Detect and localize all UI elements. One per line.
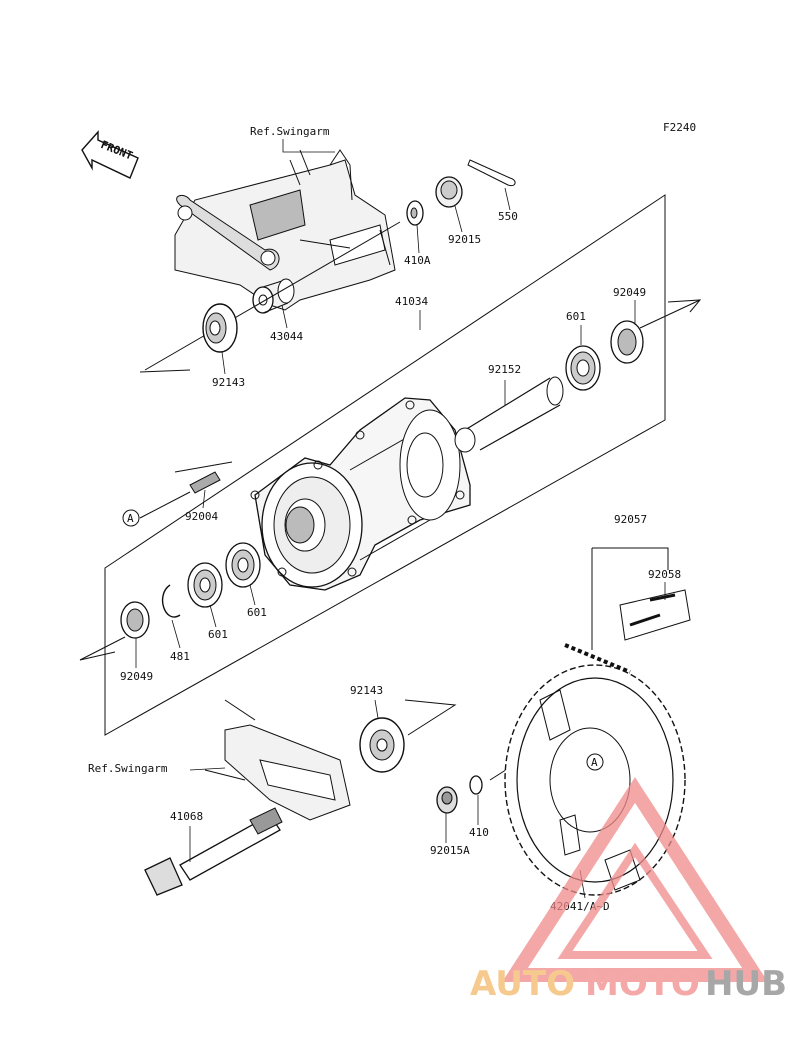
nut-92015-drawing xyxy=(435,176,463,208)
assembly-frame xyxy=(104,194,666,736)
bearing-601-b-drawing xyxy=(225,542,261,588)
callout-a-right: A xyxy=(586,753,604,771)
watermark-word-hub: HUB xyxy=(705,964,787,1004)
stud-92004-drawing xyxy=(139,461,233,519)
label-92015: 92015 xyxy=(448,233,481,246)
front-arrow-icon xyxy=(81,130,139,179)
label-410a: 410A xyxy=(404,254,431,267)
bushing-43044-drawing xyxy=(252,278,295,314)
label-92015a: 92015A xyxy=(430,844,470,857)
leader-lines xyxy=(135,139,666,899)
swingarm-bottom-drawing xyxy=(204,699,351,821)
axle-41068-drawing xyxy=(144,807,283,896)
callout-a-left: A xyxy=(122,509,140,527)
seal-92049-left-drawing xyxy=(120,601,150,639)
seal-92143-top-drawing xyxy=(202,303,238,353)
hub-41034-drawing xyxy=(250,397,471,591)
label-92058: 92058 xyxy=(648,568,681,581)
label-601-right: 601 xyxy=(566,310,586,323)
label-601-a: 601 xyxy=(208,628,228,641)
label-550: 550 xyxy=(498,210,518,223)
watermark-word-auto: AUTO xyxy=(470,964,575,1004)
chain-92057-drawing xyxy=(564,547,669,674)
sprocket-42041-drawing xyxy=(504,664,686,896)
nut-92015a-drawing xyxy=(436,786,458,814)
svg-text:A: A xyxy=(591,756,598,769)
figure-code: F2240 xyxy=(663,121,696,134)
swingarm-top-drawing xyxy=(174,149,396,311)
label-ref-swingarm-top: Ref.Swingarm xyxy=(250,125,330,138)
link-92058-drawing xyxy=(619,589,691,641)
label-92143-top: 92143 xyxy=(212,376,245,389)
seal-92143-bottom-drawing xyxy=(359,717,405,773)
label-ref-swingarm-bottom: Ref.Swingarm xyxy=(88,762,168,775)
circlip-481-drawing xyxy=(161,584,181,618)
bearing-601-a-drawing xyxy=(187,562,223,608)
watermark-word-moto: MOTO xyxy=(585,964,700,1004)
label-92049-left: 92049 xyxy=(120,670,153,683)
seal-92049-right-drawing xyxy=(610,320,644,364)
watermark-logo: AUTO MOTO HUB xyxy=(470,777,787,1004)
washer-410a-drawing xyxy=(406,200,424,226)
svg-text:A: A xyxy=(127,512,134,525)
cotter-pin-550-drawing xyxy=(467,159,516,187)
label-481: 481 xyxy=(170,650,190,663)
label-43044: 43044 xyxy=(270,330,303,343)
label-92143-bottom: 92143 xyxy=(350,684,383,697)
bearing-601-right-drawing xyxy=(565,345,601,391)
label-41034: 41034 xyxy=(395,295,428,308)
washer-410-drawing xyxy=(469,775,483,795)
label-92049-right: 92049 xyxy=(613,286,646,299)
spacer-92152-drawing xyxy=(454,376,564,453)
label-92004: 92004 xyxy=(185,510,218,523)
label-601-b: 601 xyxy=(247,606,267,619)
label-92057: 92057 xyxy=(614,513,647,526)
label-92152: 92152 xyxy=(488,363,521,376)
label-41068: 41068 xyxy=(170,810,203,823)
label-410: 410 xyxy=(469,826,489,839)
